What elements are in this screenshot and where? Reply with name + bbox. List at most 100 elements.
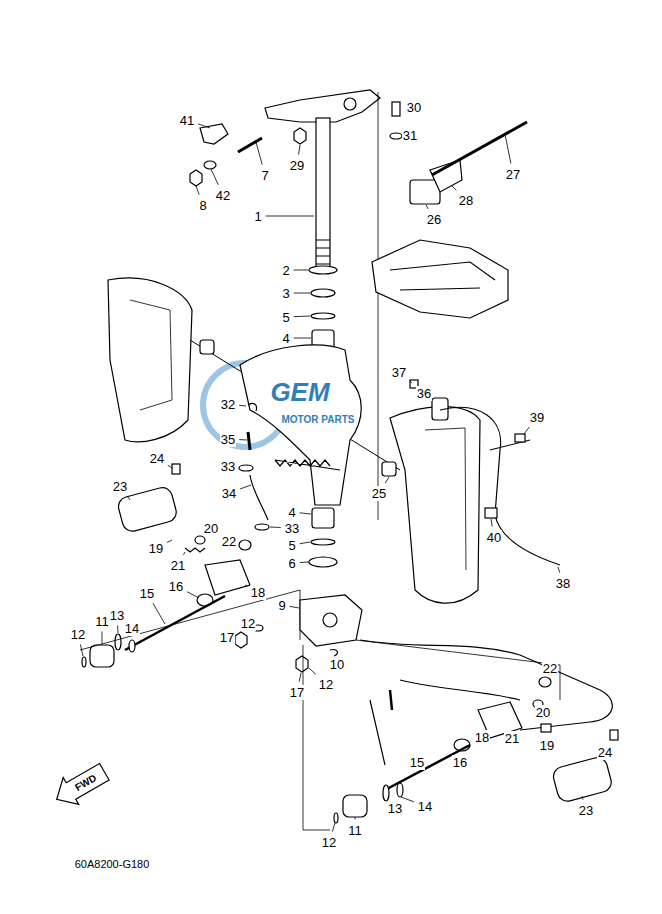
leader-line — [300, 513, 311, 514]
diagram-code: 60A8200-G180 — [74, 858, 151, 871]
callout-number: 16 — [168, 579, 184, 594]
leader-line — [196, 186, 199, 195]
leader-line — [240, 485, 251, 489]
leader-line — [256, 142, 262, 165]
leader-line — [168, 465, 172, 468]
callout-number: 25 — [371, 486, 387, 501]
callout-number: 6 — [287, 556, 296, 571]
callout-number: 13 — [387, 801, 403, 816]
callout-number: 31 — [402, 128, 418, 143]
leader-line — [309, 668, 316, 674]
callout-number: 1 — [253, 209, 262, 224]
callout-number: 19 — [539, 738, 555, 753]
leader-line — [102, 632, 103, 645]
callout-number: 19 — [148, 541, 164, 556]
leader-line — [299, 145, 300, 155]
callout-number: 15 — [409, 755, 425, 770]
callout-number: 23 — [578, 803, 594, 818]
callout-number: 14 — [417, 799, 433, 814]
callout-number: 40 — [486, 530, 502, 545]
callout-number: 9 — [277, 598, 286, 613]
leader-line — [524, 427, 529, 434]
callout-number: 30 — [406, 100, 422, 115]
callout-number: 20 — [535, 705, 551, 720]
leader-line — [558, 567, 560, 573]
callout-number: 20 — [203, 521, 219, 536]
leader-line — [294, 316, 310, 318]
callout-number: 5 — [287, 538, 296, 553]
callout-number: 11 — [347, 823, 363, 838]
callout-number: 35 — [220, 432, 236, 447]
leader-line — [505, 134, 511, 164]
callout-number: 24 — [149, 451, 165, 466]
callout-number: 21 — [504, 731, 520, 746]
leader-line — [355, 817, 356, 820]
leader-line — [270, 527, 281, 528]
watermark-text: GEM — [269, 378, 330, 406]
leader-line — [127, 496, 130, 500]
callout-number: 28 — [458, 193, 474, 208]
direction-arrow: FWD — [50, 760, 110, 809]
callout-number: 12 — [70, 627, 86, 642]
leader-line — [299, 673, 301, 682]
leader-line — [452, 186, 456, 190]
leader-line — [266, 216, 314, 217]
callout-number: 5 — [281, 310, 290, 325]
leader-line — [385, 477, 389, 483]
leader-line — [332, 823, 335, 832]
callout-number: 22 — [221, 534, 237, 549]
leader-line — [245, 585, 247, 586]
callout-number: 32 — [220, 397, 236, 412]
callout-number: 12 — [321, 835, 337, 850]
leader-line — [294, 293, 310, 294]
callout-number: 38 — [555, 576, 571, 591]
callout-number: 17 — [289, 685, 305, 700]
callout-number: 3 — [281, 286, 290, 301]
callout-number: 18 — [250, 585, 266, 600]
leader-line — [300, 542, 310, 544]
callout-number: 33 — [220, 459, 236, 474]
leader-line — [198, 124, 210, 128]
callout-number: 37 — [391, 365, 407, 380]
callout-number: 29 — [289, 158, 305, 173]
callout-number: 4 — [287, 505, 296, 520]
callout-number: 4 — [281, 331, 290, 346]
leader-line — [153, 603, 165, 624]
callout-number: 36 — [416, 386, 432, 401]
callout-number: 18 — [474, 730, 490, 745]
callout-number: 14 — [124, 621, 140, 636]
callout-number: 39 — [529, 410, 545, 425]
leader-line — [426, 205, 428, 209]
callout-number: 7 — [260, 168, 269, 183]
leader-line — [294, 270, 308, 271]
callout-number: 41 — [179, 113, 195, 128]
callout-number: 24 — [597, 745, 613, 760]
leader-line — [582, 796, 583, 800]
callout-number: 11 — [94, 614, 110, 629]
arrow-text: FWD — [50, 760, 110, 809]
leader-line — [117, 625, 118, 633]
leader-line — [491, 519, 492, 527]
leader-line — [290, 606, 299, 608]
callout-number: 23 — [112, 479, 128, 494]
callout-number: 27 — [505, 167, 521, 182]
callout-number: 22 — [542, 661, 558, 676]
leader-line — [239, 405, 246, 407]
watermark-text: MOTOR PARTS — [281, 414, 356, 426]
callout-number: 12 — [318, 677, 334, 692]
leader-line — [300, 562, 309, 564]
callout-number: 34 — [221, 486, 237, 501]
callout-number: 17 — [219, 630, 235, 645]
callout-number: 8 — [198, 198, 207, 213]
callout-number: 10 — [329, 657, 345, 672]
leader-line — [183, 552, 185, 555]
callout-number: 13 — [109, 608, 125, 623]
callout-number: 33 — [284, 521, 300, 536]
leader-line — [294, 338, 311, 339]
leader-line — [167, 540, 172, 543]
callout-number: 16 — [452, 755, 468, 770]
callout-number: 12 — [240, 616, 256, 631]
callout-number: 42 — [215, 188, 231, 203]
leader-line — [211, 169, 218, 185]
